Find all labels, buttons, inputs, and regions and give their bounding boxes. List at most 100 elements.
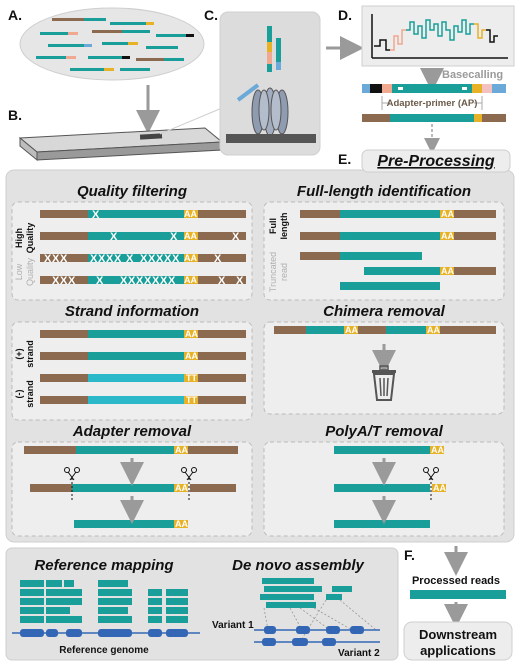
svg-text:AA: AA bbox=[427, 325, 440, 335]
preprocessing-title: Pre-Processing bbox=[377, 153, 495, 170]
svg-text:X: X bbox=[170, 231, 178, 243]
svg-text:X: X bbox=[90, 253, 98, 265]
variant-2-track bbox=[254, 638, 380, 646]
svg-text:AA: AA bbox=[441, 209, 454, 219]
svg-text:X: X bbox=[114, 253, 122, 265]
fulllength-reads: AA AA AA bbox=[300, 209, 496, 290]
chimera-read: AA AA bbox=[274, 325, 496, 335]
reference-genome-track bbox=[12, 629, 200, 637]
svg-text:AA: AA bbox=[441, 231, 454, 241]
svg-text:AA: AA bbox=[175, 445, 188, 455]
polya-reads: AA AA bbox=[334, 445, 446, 528]
chimera-title: Chimera removal bbox=[323, 303, 446, 320]
svg-text:AA: AA bbox=[184, 209, 197, 219]
nanopore bbox=[226, 26, 316, 143]
ap-read bbox=[362, 114, 506, 122]
panel-label-d: D. bbox=[338, 7, 352, 23]
denovo-reads bbox=[260, 578, 352, 608]
panel-label-f: F. bbox=[404, 547, 415, 563]
denovo-title: De novo assembly bbox=[232, 557, 364, 574]
svg-text:X: X bbox=[128, 275, 136, 287]
reference-genome-caption: Reference genome bbox=[59, 645, 149, 656]
svg-text:X: X bbox=[52, 275, 60, 287]
svg-text:X: X bbox=[172, 253, 180, 265]
panel-label-e: E. bbox=[338, 151, 351, 167]
strand-title: Strand information bbox=[65, 303, 199, 320]
polya-title: PolyA/T removal bbox=[325, 423, 443, 440]
fulllength-full-1: Full bbox=[268, 218, 278, 234]
svg-text:X: X bbox=[44, 253, 52, 265]
nanopore-box bbox=[219, 11, 321, 156]
svg-text:X: X bbox=[106, 253, 114, 265]
fulllength-trunc-2: read bbox=[279, 263, 289, 281]
fulllength-title: Full-length identification bbox=[297, 183, 471, 200]
variant-2-label: Variant 2 bbox=[338, 648, 380, 659]
fulllength-full-2: length bbox=[279, 213, 289, 240]
reference-mapping-reads bbox=[20, 580, 188, 623]
svg-text:X: X bbox=[52, 253, 60, 265]
processed-reads-label: Processed reads bbox=[412, 575, 500, 587]
flowcell bbox=[18, 127, 224, 162]
svg-text:AA: AA bbox=[431, 445, 444, 455]
svg-text:X: X bbox=[98, 253, 106, 265]
strand-plus-1: (+) bbox=[14, 348, 24, 359]
svg-text:X: X bbox=[214, 253, 222, 265]
basecalling-label: Basecalling bbox=[442, 69, 503, 81]
svg-text:X: X bbox=[60, 253, 68, 265]
svg-text:AA: AA bbox=[184, 275, 197, 285]
downstream-label-2: applications bbox=[420, 643, 496, 658]
svg-text:AA: AA bbox=[184, 253, 197, 263]
adapter-removal-reads: AA AA AA bbox=[24, 445, 238, 529]
adapter-primer-brackets bbox=[381, 96, 483, 110]
fulllength-box bbox=[263, 201, 505, 301]
quality-high-2: Quality bbox=[25, 223, 35, 254]
strand-plus-2: strand bbox=[25, 340, 35, 368]
svg-text:X: X bbox=[120, 275, 128, 287]
svg-text:X: X bbox=[68, 275, 76, 287]
quality-low-1: Low bbox=[14, 263, 24, 280]
svg-text:AA: AA bbox=[433, 483, 446, 493]
svg-text:AA: AA bbox=[175, 483, 188, 493]
svg-text:AA: AA bbox=[184, 231, 197, 241]
svg-text:X: X bbox=[148, 253, 156, 265]
quality-high-1: High bbox=[14, 228, 24, 248]
svg-text:X: X bbox=[144, 275, 152, 287]
svg-text:X: X bbox=[92, 209, 100, 221]
svg-text:X: X bbox=[160, 275, 168, 287]
svg-text:TT: TT bbox=[186, 373, 197, 383]
downstream-box bbox=[403, 621, 513, 661]
panel-label-b: B. bbox=[8, 107, 22, 123]
svg-text:X: X bbox=[218, 275, 226, 287]
svg-text:X: X bbox=[168, 275, 176, 287]
zoom-line bbox=[159, 107, 223, 135]
quality-title: Quality filtering bbox=[77, 183, 187, 200]
svg-text:X: X bbox=[232, 231, 240, 243]
svg-text:X: X bbox=[236, 275, 244, 287]
trash-icon bbox=[372, 365, 396, 401]
strand-box bbox=[11, 321, 253, 421]
svg-text:TT: TT bbox=[186, 395, 197, 405]
svg-text:X: X bbox=[140, 253, 148, 265]
svg-text:AA: AA bbox=[185, 329, 198, 339]
strand-minus-1: (-) bbox=[14, 390, 24, 399]
reference-mapping-title: Reference mapping bbox=[34, 557, 173, 574]
svg-text:AA: AA bbox=[185, 351, 198, 361]
squiggle-signal bbox=[371, 14, 508, 59]
svg-text:X: X bbox=[136, 275, 144, 287]
svg-text:X: X bbox=[152, 275, 160, 287]
svg-text:X: X bbox=[110, 231, 118, 243]
quality-low-2: Quality bbox=[25, 257, 35, 286]
scissors-icon bbox=[181, 467, 197, 500]
svg-text:AA: AA bbox=[175, 519, 188, 529]
adapter-removal-title: Adapter removal bbox=[72, 423, 192, 440]
adapter-primer-label: Adapter-primer (AP) bbox=[387, 98, 478, 109]
strand-minus-2: strand bbox=[25, 380, 35, 408]
variant-1-track bbox=[254, 626, 380, 634]
processed-read-bar bbox=[410, 590, 506, 599]
svg-text:X: X bbox=[60, 275, 68, 287]
scissors-icon bbox=[64, 467, 80, 500]
basecalled-read bbox=[362, 84, 506, 93]
svg-text:X: X bbox=[156, 253, 164, 265]
